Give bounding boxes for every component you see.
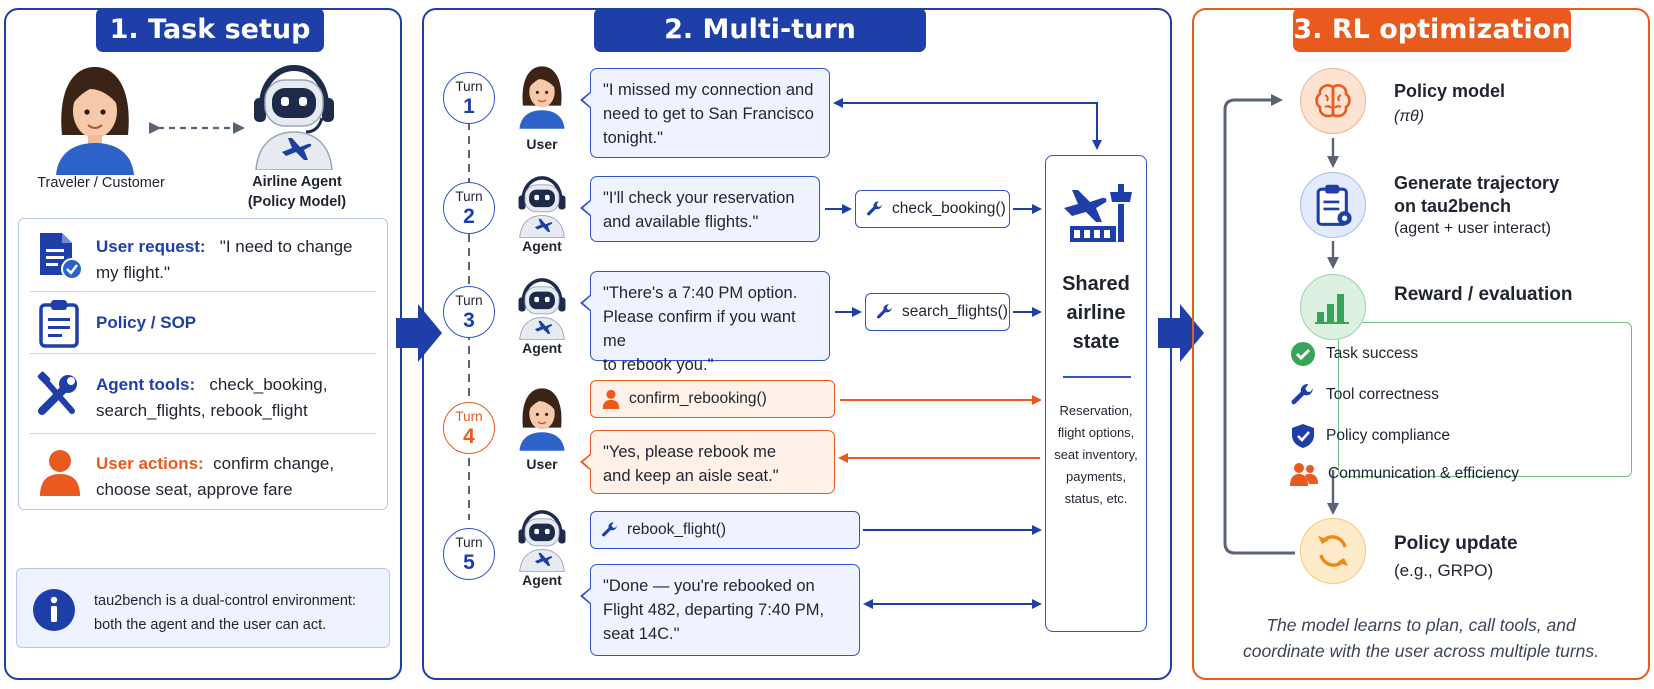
wrench-icon <box>877 304 892 319</box>
rl-optimization-title: 3. RL optimization <box>1293 8 1571 52</box>
user-icon <box>40 450 80 496</box>
generate-trajectory-sub: (agent + user interact) <box>1394 220 1551 237</box>
user-actions-item: User actions: confirm change, choose sea… <box>96 454 335 499</box>
feedback-loop-arrow <box>1223 94 1295 555</box>
turn-4-role: User <box>526 456 558 472</box>
wrench-icon <box>1291 384 1313 405</box>
policy-model-title: Policy model <box>1394 81 1506 101</box>
panel1-to-panel2-arrow <box>396 304 442 362</box>
info-text: tau2bench is a dual-control environment:… <box>94 593 356 633</box>
policy-sop-item: Policy / SOP <box>96 313 197 332</box>
policy-update-node <box>1300 518 1366 584</box>
search-flights-tool: search_flights() <box>865 293 1010 331</box>
user-icon <box>602 389 620 409</box>
agent-avatar-icon <box>518 278 566 340</box>
shared-state-details: Reservation, flight options, seat invent… <box>1054 403 1138 506</box>
document-check-icon <box>40 233 83 280</box>
agent-message-5: "Done — you're rebooked on Flight 482, d… <box>580 564 860 656</box>
reward-tool-correctness: Tool correctness <box>1290 382 1439 408</box>
items-divider <box>30 353 376 354</box>
items-divider <box>30 433 376 434</box>
tools-icon <box>37 371 77 415</box>
clipboard-icon <box>39 300 79 348</box>
traveler-icon <box>56 67 134 175</box>
users-icon <box>1290 463 1318 486</box>
info-box <box>16 568 390 648</box>
bar-chart-icon <box>1315 294 1349 324</box>
reward-policy-compliance: Policy compliance <box>1290 423 1450 449</box>
agent-message-3: "There's a 7:40 PM option. Please confir… <box>580 271 830 374</box>
turn-2-role: Agent <box>522 238 562 254</box>
airline-agent-robot-icon <box>254 64 334 170</box>
user-message-1: "I missed my connection and need to get … <box>580 68 830 158</box>
turn-1-role: User <box>526 136 558 152</box>
trajectory-title: 2. Multi-turn trajectory <box>594 8 926 89</box>
user-avatar-icon <box>519 388 565 451</box>
agent-tools-item: Agent tools: check_booking, search_fligh… <box>96 375 328 420</box>
task-setup-title: 1. Task setup <box>96 8 324 52</box>
policy-update-title: Policy update <box>1394 533 1518 554</box>
task-items-box <box>18 218 388 510</box>
turn-5-role: Agent <box>522 572 562 588</box>
user-request-item: User request: "I need to change my fligh… <box>96 237 353 282</box>
airport-tower-icon <box>1064 184 1132 242</box>
panel2-to-panel3-arrow <box>1158 304 1204 362</box>
airline-agent-label: Airline Agent (Policy Model) <box>247 174 347 210</box>
check-circle-icon <box>1291 342 1315 366</box>
user-message-4: "Yes, please rebook me and keep an aisle… <box>580 430 835 494</box>
turn-3-role: Agent <box>522 340 562 356</box>
traveler-label: Traveler / Customer <box>37 175 165 191</box>
m1-state-arrow <box>833 98 1102 150</box>
agent-avatar-icon <box>518 510 566 572</box>
policy-update-sub: (e.g., GRPO) <box>1394 561 1494 580</box>
generate-trajectory-title: Generate trajectory on tau2bench <box>1394 173 1560 216</box>
shared-state-title: Shared airline state <box>1062 273 1130 353</box>
rebook-flight-tool: rebook_flight() <box>590 511 860 549</box>
agent-avatar-icon <box>518 176 566 238</box>
policy-model-symbol: (πθ) <box>1394 108 1425 125</box>
state-divider <box>1063 376 1131 378</box>
rl-summary-note: The model learns to plan, call tools, an… <box>1243 615 1599 661</box>
confirm-rebooking-action: confirm_rebooking() <box>590 380 835 418</box>
clipboard-check-icon <box>1316 184 1352 226</box>
check-booking-tool: check_booking() <box>855 190 1010 228</box>
brain-icon <box>1315 84 1351 118</box>
reward-task-success: Task success <box>1290 341 1418 367</box>
agent-message-2: "I'll check your reservation and availab… <box>580 176 820 242</box>
shield-check-icon <box>1292 424 1314 448</box>
info-icon <box>33 589 75 631</box>
reward-communication-efficiency: Communication & efficiency <box>1290 462 1519 486</box>
reward-evaluation-title: Reward / evaluation <box>1394 284 1573 305</box>
wrench-icon <box>602 522 617 537</box>
items-divider <box>30 291 376 292</box>
refresh-icon <box>1318 535 1348 567</box>
wrench-icon <box>867 201 882 216</box>
user-avatar-icon <box>519 66 565 129</box>
reward-criteria-box <box>1338 322 1632 477</box>
